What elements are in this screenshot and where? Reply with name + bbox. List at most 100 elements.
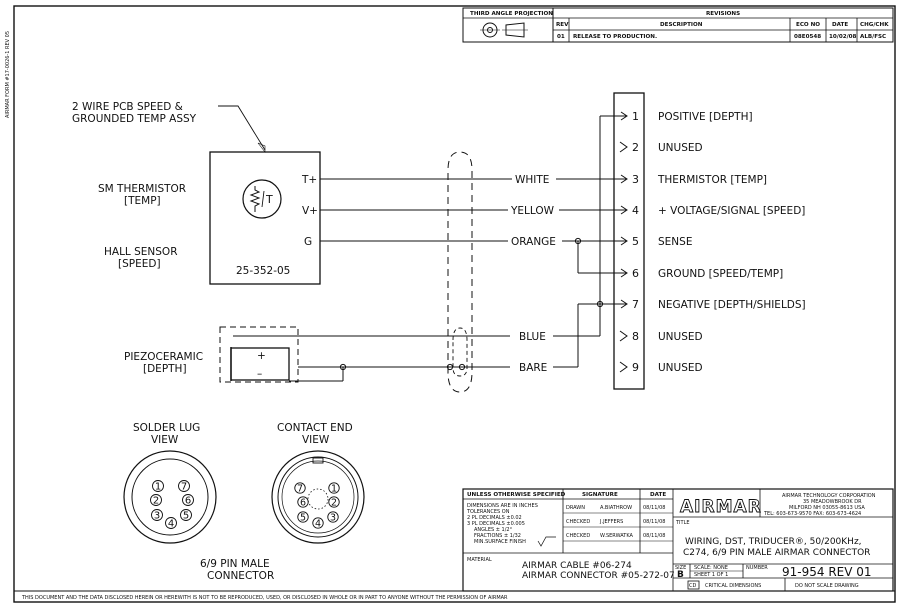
pin-label: UNUSED bbox=[658, 331, 703, 343]
material-label: MATERIAL bbox=[467, 557, 492, 563]
tolerance-line: FRACTIONS ± 1/32 bbox=[474, 533, 521, 539]
callout-line-2: GROUNDED TEMP ASSY bbox=[72, 113, 197, 125]
side-note: AIRMAR FORM #17-0026-1 REV 05 bbox=[5, 31, 11, 118]
pin-label: UNUSED bbox=[658, 142, 703, 154]
sheet-border bbox=[13, 5, 896, 603]
connector-pin bbox=[297, 511, 309, 523]
connector-pin bbox=[178, 480, 190, 492]
rev-header-description: DESCRIPTION bbox=[660, 22, 703, 28]
pin-number: 3 bbox=[632, 173, 639, 186]
pin-label: THERMISTOR [TEMP] bbox=[657, 174, 767, 186]
pin-label: POSITIVE [DEPTH] bbox=[658, 111, 753, 123]
tolerance-line: DIMENSIONS ARE IN INCHES bbox=[467, 503, 538, 509]
pin-number: 9 bbox=[632, 361, 639, 374]
wire-label-yellow: YELLOW bbox=[510, 205, 555, 217]
rev-header-chk: CHG/CHK bbox=[860, 22, 889, 28]
terminal-g: G bbox=[304, 236, 312, 248]
connector-pin-number: 3 bbox=[154, 511, 160, 522]
connector-caption: 6/9 PIN MALE bbox=[200, 558, 270, 570]
connector-pin-number: 5 bbox=[300, 513, 306, 524]
company-line: MILFORD NH 03055-8613 USA bbox=[789, 505, 865, 511]
pin-number: 1 bbox=[632, 110, 639, 123]
contact-end-subtitle: VIEW bbox=[302, 434, 330, 446]
tolerance-line: TOLERANCES ON bbox=[466, 509, 510, 515]
connector-block bbox=[613, 92, 645, 390]
sign-date: 08/11/08 bbox=[643, 519, 665, 525]
connector-pin bbox=[150, 494, 162, 506]
contact-end-title: CONTACT END bbox=[277, 422, 353, 434]
connector-pin-number: 3 bbox=[330, 513, 336, 524]
connector-pin-number: 2 bbox=[331, 498, 337, 509]
spec-header: UNLESS OTHERWISE SPECIFIED bbox=[467, 492, 566, 498]
pin-unused-mark bbox=[619, 361, 628, 373]
rev-header-rev: REV bbox=[556, 22, 569, 28]
pin-label: NEGATIVE [DEPTH/SHIELDS] bbox=[658, 299, 806, 311]
pin-label: + VOLTAGE/SIGNAL [SPEED] bbox=[658, 205, 805, 217]
pin-arrow-mark bbox=[614, 111, 628, 121]
pin-unused-mark bbox=[619, 330, 628, 342]
size-value: B bbox=[677, 570, 684, 580]
junction-dot bbox=[339, 363, 347, 371]
junction-dot bbox=[446, 363, 454, 371]
pin-label: GROUND [SPEED/TEMP] bbox=[658, 268, 783, 280]
connector-pin bbox=[152, 480, 164, 492]
connector-pin-number: 6 bbox=[300, 498, 306, 509]
size-label: SIZE bbox=[675, 565, 686, 571]
cd-mark: CD bbox=[689, 583, 696, 589]
pin-arrow-mark bbox=[614, 205, 628, 215]
assembly-part-number: 25-352-05 bbox=[236, 265, 290, 277]
scale-value: SCALE: NONE bbox=[694, 565, 728, 571]
critical-dimensions: CRITICAL DIMENSIONS bbox=[705, 583, 761, 589]
center-pin-ring bbox=[307, 488, 329, 510]
cd-mark-box bbox=[687, 580, 700, 590]
wire-label-blue: BLUE bbox=[519, 331, 546, 343]
cable-shield bbox=[447, 151, 473, 393]
signature-header: SIGNATURE bbox=[582, 492, 618, 498]
solder-lug-title: SOLDER LUG bbox=[133, 422, 200, 434]
no-scale-note: DO NOT SCALE DRAWING bbox=[795, 583, 859, 589]
number-label: NUMBER bbox=[746, 565, 768, 571]
thermistor-t-label: T bbox=[265, 193, 273, 206]
wire-label-bare: BARE bbox=[519, 362, 547, 374]
connector-pin bbox=[165, 517, 177, 529]
sign-date: 08/11/08 bbox=[643, 533, 665, 539]
piezo-sublabel: [DEPTH] bbox=[143, 363, 187, 375]
projection-symbol bbox=[480, 22, 528, 38]
assembly-callout: 2 WIRE PCB SPEED & GROUNDED TEMP ASSY bbox=[72, 101, 266, 153]
revisions-title: REVISIONS bbox=[706, 11, 740, 17]
junction-dot bbox=[458, 363, 466, 371]
terminal-v-plus: V+ bbox=[302, 205, 318, 217]
rev-header-eco: ECO NO bbox=[796, 22, 820, 28]
connector-pin bbox=[151, 509, 163, 521]
connector-pin-number: 1 bbox=[155, 482, 161, 493]
tolerance-line: 3 PL DECIMALS ±0.005 bbox=[467, 521, 525, 527]
connector-pin-number: 2 bbox=[153, 496, 159, 507]
wire-label-orange: ORANGE bbox=[511, 236, 556, 248]
pin-arrow-mark bbox=[614, 236, 628, 246]
connector-pin-number: 7 bbox=[297, 484, 303, 495]
connector-pin-number: 4 bbox=[168, 519, 174, 530]
hall-sublabel: [SPEED] bbox=[118, 258, 161, 270]
junction-dot bbox=[574, 237, 582, 245]
company-line: 35 MEADOWBROOK DR bbox=[803, 499, 862, 505]
connector-caption-sub: CONNECTOR bbox=[207, 570, 274, 582]
title-block: UNLESS OTHERWISE SPECIFIED SIGNATURE DAT… bbox=[462, 488, 894, 592]
terminal-t-plus: T+ bbox=[301, 174, 317, 186]
rev-row-description: RELEASE TO PRODUCTION. bbox=[573, 34, 657, 40]
rev-row-chk: ALB/FSC bbox=[860, 34, 886, 40]
pcb-assembly-box: T T+ V+ G 25-352-05 bbox=[209, 151, 321, 285]
title-line: WIRING, DST, TRIDUCER®, 50/200KHz, bbox=[685, 537, 862, 547]
material-line: AIRMAR CABLE #06-274 bbox=[522, 561, 632, 571]
piezo-minus: – bbox=[257, 368, 262, 380]
pin-number: 5 bbox=[632, 235, 639, 248]
piezo-element: + – bbox=[219, 326, 299, 383]
material-line: AIRMAR CONNECTOR #05-272-07 bbox=[522, 571, 675, 581]
connector-pin-number: 6 bbox=[185, 496, 191, 507]
pin-label: SENSE bbox=[658, 236, 692, 248]
drawing-number: 91-954 REV 01 bbox=[782, 565, 872, 579]
callout-line-1: 2 WIRE PCB SPEED & bbox=[72, 101, 183, 113]
pin-arrow-mark bbox=[614, 268, 628, 278]
thermistor-sublabel: [TEMP] bbox=[124, 195, 161, 207]
surface-finish-symbol bbox=[537, 536, 556, 547]
